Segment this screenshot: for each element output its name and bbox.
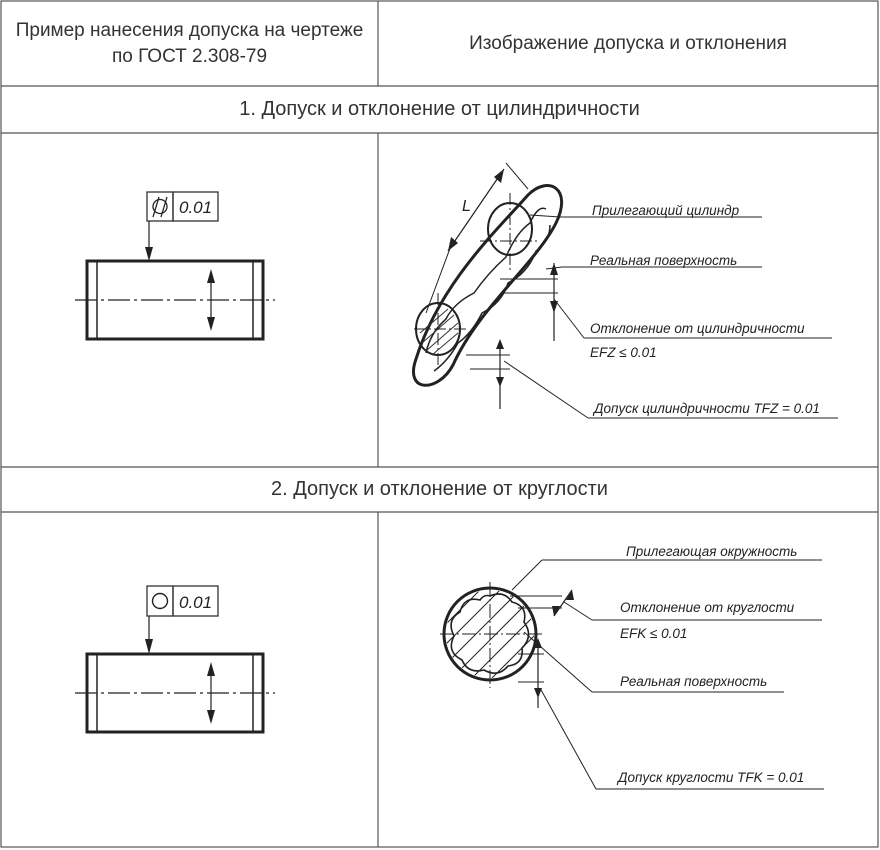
shaft-outline-2 bbox=[75, 652, 275, 734]
roundness-tolerance-value: 0.01 bbox=[179, 593, 212, 612]
cylindricity-tolerance-label: Допуск цилиндричности TFZ = 0.01 bbox=[592, 401, 820, 416]
header-right: Изображение допуска и отклонения bbox=[469, 32, 787, 54]
cylindricity-deviation-value: EFZ ≤ 0.01 bbox=[590, 345, 657, 360]
real-surface-label-1: Реальная поверхность bbox=[590, 253, 737, 268]
cylindricity-deviation-label: Отклонение от цилиндричности bbox=[590, 321, 805, 336]
header-left: Пример нанесения допуска на чертеже по Г… bbox=[15, 19, 364, 67]
shaft-outline bbox=[75, 259, 275, 341]
adjacent-circle-label: Прилегающая окружность bbox=[626, 544, 797, 559]
roundness-deviation-label: Отклонение от круглости bbox=[620, 600, 795, 615]
cylindricity-symbol-icon bbox=[152, 196, 168, 218]
section-1-title: 1. Допуск и отклонение от цилиндричности bbox=[239, 98, 640, 120]
cylindricity-tolerance-value: 0.01 bbox=[179, 198, 212, 217]
real-surface-label-2: Реальная поверхность bbox=[620, 674, 767, 689]
roundness-diagram: Прилегающая окружность Отклонение от кру… bbox=[440, 544, 824, 790]
roundness-deviation-value: EFK ≤ 0.01 bbox=[620, 626, 687, 641]
tolerance-frame: 0.01 bbox=[146, 191, 219, 222]
roundness-symbol-icon bbox=[151, 592, 169, 610]
length-label: L bbox=[462, 198, 471, 215]
adjacent-cylinder-label: Прилегающий цилиндр bbox=[592, 203, 740, 218]
cylindricity-diagram: L Прилегающий цилиндр Реальная поверхнос… bbox=[412, 162, 838, 419]
diameter-dimension-2 bbox=[207, 662, 215, 724]
section-2-title: 2. Допуск и отклонение от круглости bbox=[271, 478, 608, 500]
roundness-tolerance-label: Допуск круглости TFK = 0.01 bbox=[616, 770, 804, 785]
diameter-dimension bbox=[207, 269, 215, 331]
roundness-drawing: 0.01 bbox=[75, 585, 275, 734]
tolerance-frame-2: 0.01 bbox=[146, 585, 219, 617]
cylindricity-drawing: 0.01 bbox=[75, 191, 275, 341]
